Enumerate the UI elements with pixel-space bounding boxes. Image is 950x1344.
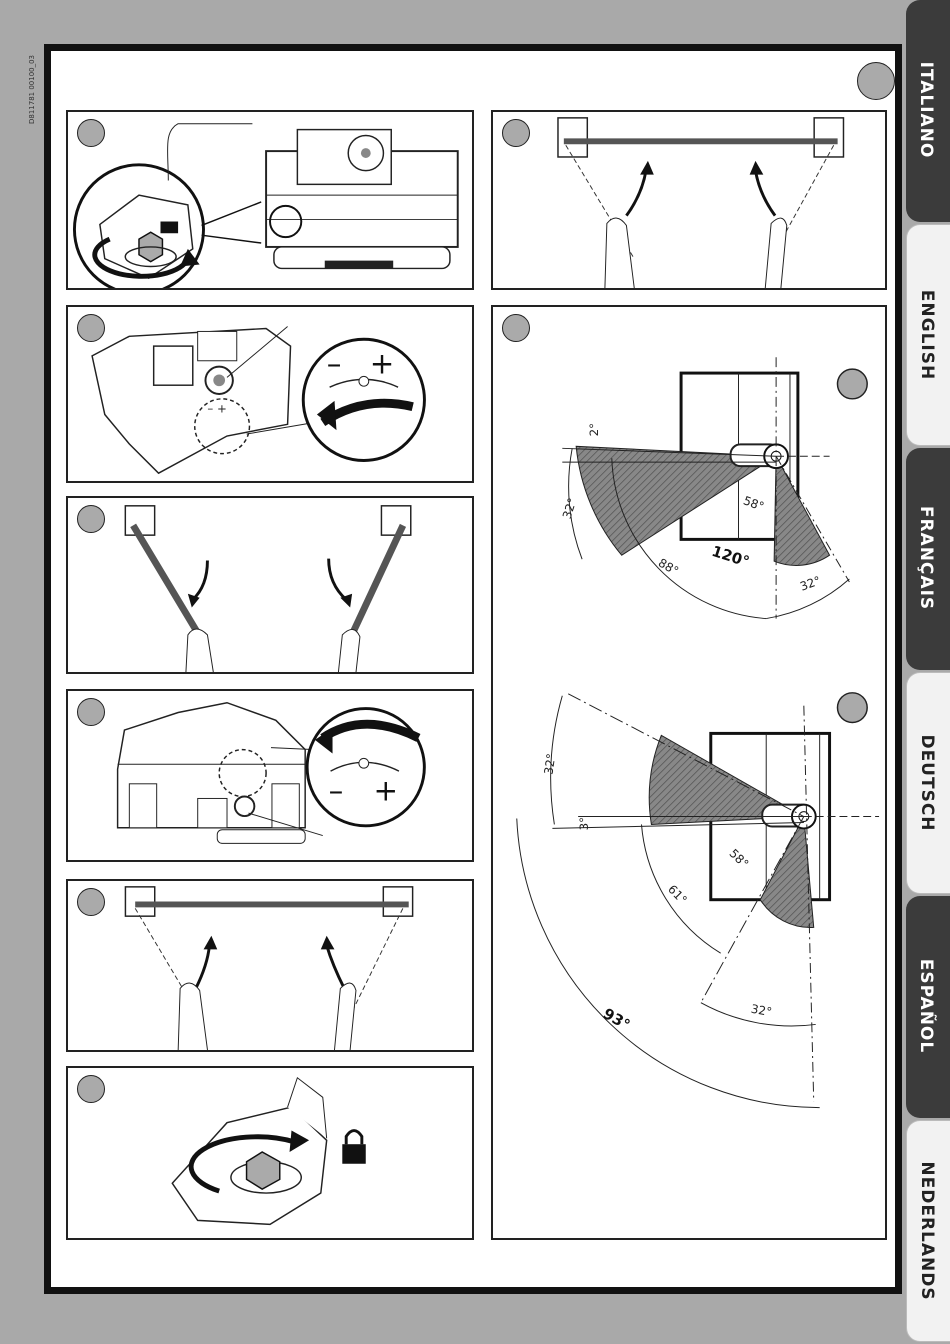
svg-text:3°: 3° [577, 817, 591, 830]
svg-text:32°: 32° [542, 753, 559, 776]
tab-francais[interactable]: FRANÇAIS [906, 448, 950, 670]
panel-close-manual [66, 496, 474, 674]
panel-release-overview [66, 110, 474, 290]
arms-close-illustration [68, 498, 472, 672]
adjust-screw-illustration: – + – + [68, 307, 472, 481]
angle-diagram-top: 2° 32° 88° 120° 58° 32° [560, 357, 867, 618]
panel-open-check [491, 110, 887, 290]
panel-opening-angles: 2° 32° 88° 120° 58° 32° [491, 305, 887, 1240]
svg-text:+: + [374, 773, 399, 807]
lock-icon [342, 1131, 365, 1164]
arms-open-check-illustration [493, 112, 885, 288]
svg-text:120°: 120° [710, 543, 752, 571]
svg-text:– +: – + [207, 402, 226, 416]
tab-espanol[interactable]: ESPAÑOL [906, 896, 950, 1118]
svg-text:+: + [370, 346, 395, 380]
panel-open-manual [66, 879, 474, 1052]
tab-nederlands[interactable]: NEDERLANDS [906, 1120, 950, 1342]
svg-text:2°: 2° [587, 423, 601, 436]
svg-text:32°: 32° [560, 496, 580, 520]
main-step-marker [857, 62, 895, 100]
panel-limit-adjust-2: – + [66, 689, 474, 862]
tab-italiano[interactable]: ITALIANO [906, 0, 950, 222]
document-code: D811781 00100_03 [28, 44, 44, 124]
adjust-screw-illustration-2: – + [68, 691, 472, 860]
svg-text:–: – [329, 773, 344, 807]
lock-illustration [68, 1068, 472, 1238]
tab-english[interactable]: ENGLISH [906, 224, 950, 446]
panel-limit-adjust-1: – + – + [66, 305, 474, 483]
motor-release-illustration [68, 112, 472, 288]
svg-text:88°: 88° [656, 556, 681, 579]
svg-text:32°: 32° [750, 1002, 773, 1019]
panel-lock [66, 1066, 474, 1240]
svg-text:–: – [327, 346, 342, 380]
angle-diagram-bottom: 32° 3° 58° 61° 93° 32° [517, 693, 879, 1108]
opening-angles-diagram: 2° 32° 88° 120° 58° 32° [493, 307, 885, 1238]
tab-deutsch[interactable]: DEUTSCH [906, 672, 950, 894]
svg-text:32°: 32° [798, 573, 823, 593]
arms-open-illustration [68, 881, 472, 1050]
